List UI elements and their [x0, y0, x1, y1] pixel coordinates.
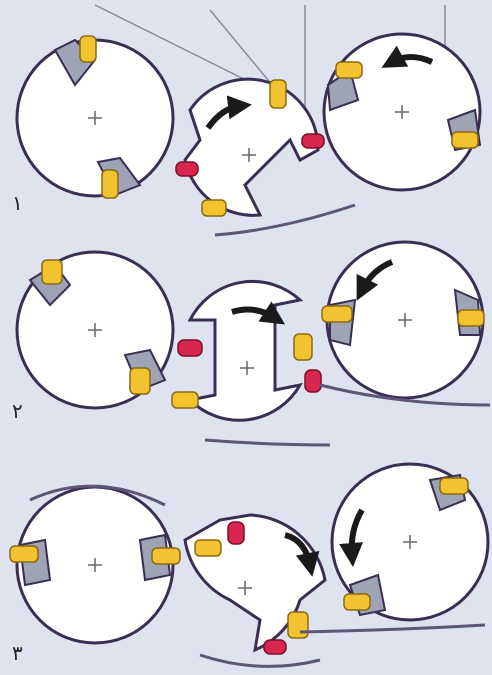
stage-2: ٢	[12, 242, 490, 445]
left-cylinder	[10, 486, 180, 643]
gripper-yellow	[458, 310, 484, 326]
gripper-red	[178, 340, 202, 356]
gripper-yellow	[42, 260, 62, 284]
stage-3: ٣	[10, 464, 488, 666]
gripper-red	[176, 162, 198, 176]
gripper-yellow	[202, 200, 226, 216]
gripper-yellow	[452, 132, 478, 148]
gripper-yellow	[172, 392, 198, 408]
left-cylinder	[17, 36, 173, 198]
paper-sheet	[300, 625, 485, 632]
gripper-yellow	[294, 334, 312, 360]
gripper-yellow	[344, 594, 370, 610]
stage-label: ٢	[12, 399, 23, 423]
right-cylinder	[300, 464, 488, 632]
middle-cylinder	[172, 281, 330, 445]
gripper-red	[228, 522, 244, 544]
gripper-yellow	[130, 368, 150, 394]
middle-cylinder	[185, 515, 325, 666]
gripper-yellow	[152, 548, 180, 564]
gripper-yellow	[336, 62, 362, 78]
stage-label: ١	[12, 191, 23, 215]
gripper-red	[264, 640, 286, 654]
paper-sheet	[200, 655, 320, 666]
gripper-yellow	[270, 80, 286, 108]
gripper-red	[302, 134, 324, 148]
paper-sheet	[205, 440, 330, 445]
gripper-yellow	[80, 36, 96, 62]
gripper-yellow	[288, 612, 308, 638]
stage-label: ٣	[12, 641, 23, 665]
left-cylinder	[17, 252, 173, 408]
stage-1: ١	[12, 34, 480, 235]
right-cylinder	[324, 34, 480, 190]
gripper-yellow	[440, 478, 468, 494]
right-cylinder	[320, 242, 490, 405]
gripper-yellow	[195, 540, 221, 556]
gripper-red	[305, 370, 321, 392]
gripper-yellow	[10, 546, 38, 562]
gripper-yellow	[322, 306, 352, 322]
gripper-yellow	[102, 170, 118, 198]
